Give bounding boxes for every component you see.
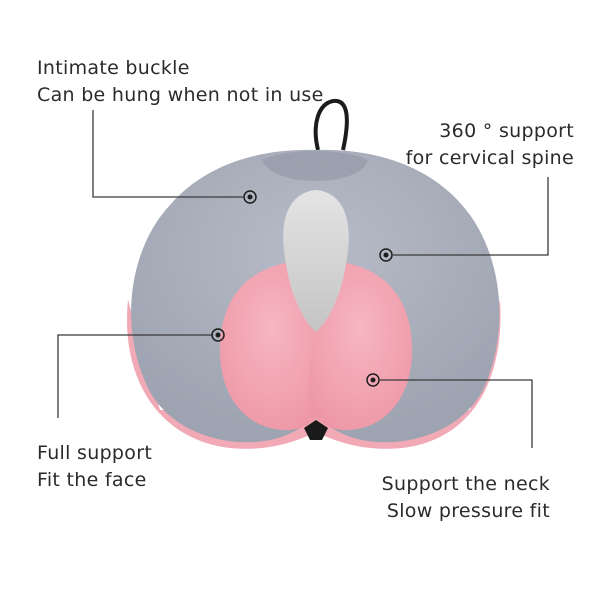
pillow-center-support xyxy=(283,190,349,332)
pillow-top-fold xyxy=(262,151,368,181)
buckle-callout-line2: Can be hung when not in use xyxy=(37,84,324,106)
callout-lines xyxy=(57,110,549,448)
neck-callout-line1: Support the neck xyxy=(381,473,550,495)
face-callout-line1: Full support xyxy=(37,442,153,464)
buckle-icon xyxy=(304,420,328,440)
spine-callout-line xyxy=(393,177,549,256)
buckle-callout: Intimate buckle Can be hung when not in … xyxy=(37,55,324,109)
hanging-loop xyxy=(313,98,349,151)
spine-callout: 360 ° support for cervical spine xyxy=(406,118,574,172)
buckle-callout-line1: Intimate buckle xyxy=(37,57,190,79)
neck-callout: Support the neck Slow pressure fit xyxy=(382,471,550,525)
spine-marker-icon xyxy=(379,248,393,262)
neck-marker-icon xyxy=(366,373,380,387)
neck-callout-line2: Slow pressure fit xyxy=(386,500,550,522)
buckle-callout-line xyxy=(92,110,243,198)
callout-markers xyxy=(211,190,393,387)
neck-callout-line xyxy=(380,379,533,448)
face-callout-line2: Fit the face xyxy=(37,469,147,491)
face-callout-line xyxy=(57,334,212,418)
spine-callout-line2: for cervical spine xyxy=(405,147,574,169)
buckle-marker-icon xyxy=(243,190,257,204)
spine-callout-line1: 360 ° support xyxy=(439,120,574,142)
face-callout: Full support Fit the face xyxy=(37,440,152,494)
face-marker-icon xyxy=(211,328,225,342)
